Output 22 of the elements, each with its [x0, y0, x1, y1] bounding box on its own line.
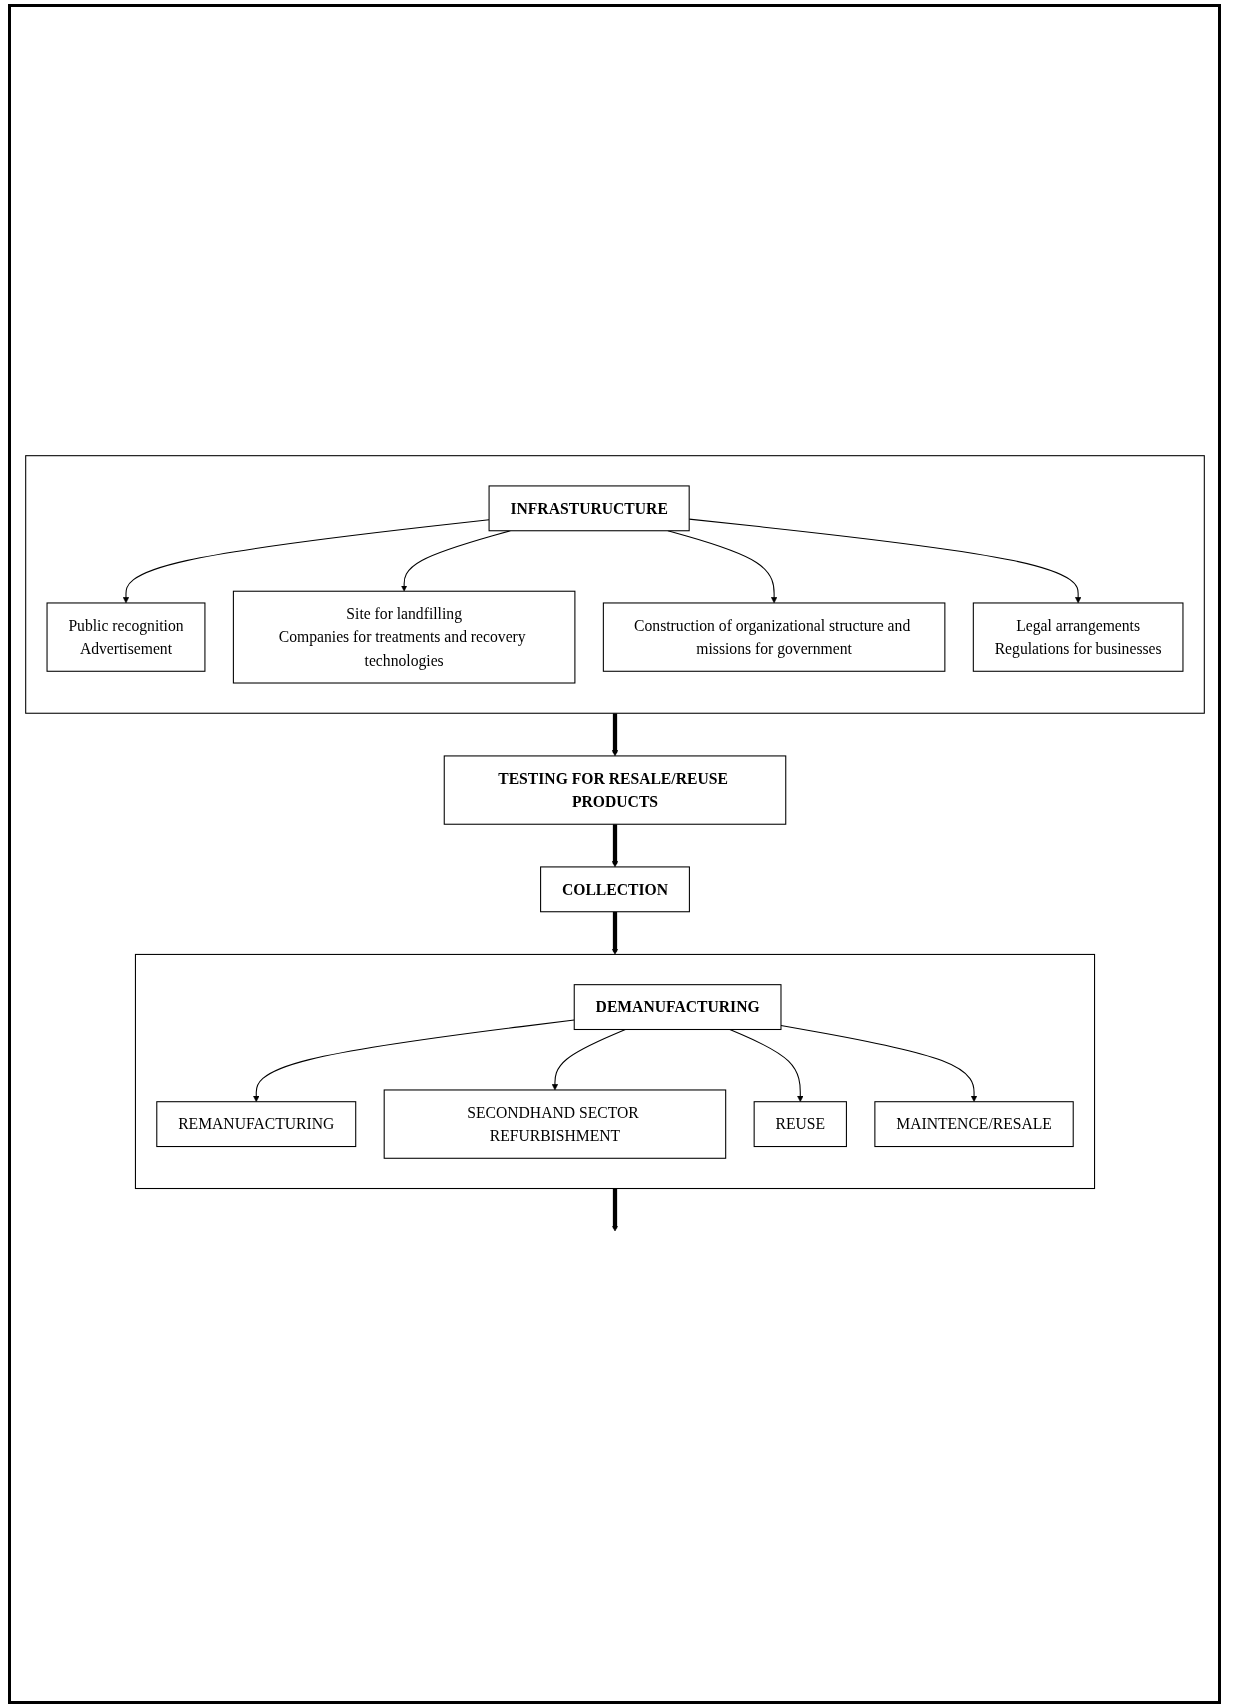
arrow	[400, 530, 511, 592]
arrow	[611, 911, 618, 955]
node-box	[155, 1101, 356, 1147]
node-box	[753, 1101, 847, 1147]
arrow	[611, 824, 618, 868]
arrow	[611, 1188, 618, 1232]
arrow	[611, 713, 618, 757]
page-border: DEMANUFACTURING REMANUFACTURING SECONDHAND SECTOR REFURBISHMENT REUSE MAINTENCE/RESALE INFRASTURUCTURE Public recognition Advertisement Site for landfilling Companies for treatments and recovery technologies Construction of organizational structure and missions for government Legal arrangements Regulations for businesses TESTING FOR RESALE/REUSE PRODUCTS COLLECTION	[8, 4, 1221, 1704]
node-box	[539, 866, 690, 913]
node-box	[573, 984, 781, 1030]
arrow	[688, 518, 1081, 604]
cluster	[24, 455, 1205, 714]
cluster	[134, 953, 1095, 1189]
node-box	[383, 1089, 726, 1159]
node-box	[232, 590, 575, 684]
node-box	[488, 485, 690, 532]
node-box	[972, 602, 1183, 672]
arrow	[551, 1028, 626, 1091]
node-box	[46, 602, 205, 672]
node-box	[602, 602, 945, 672]
node-box	[443, 755, 786, 825]
node-box	[873, 1101, 1074, 1147]
